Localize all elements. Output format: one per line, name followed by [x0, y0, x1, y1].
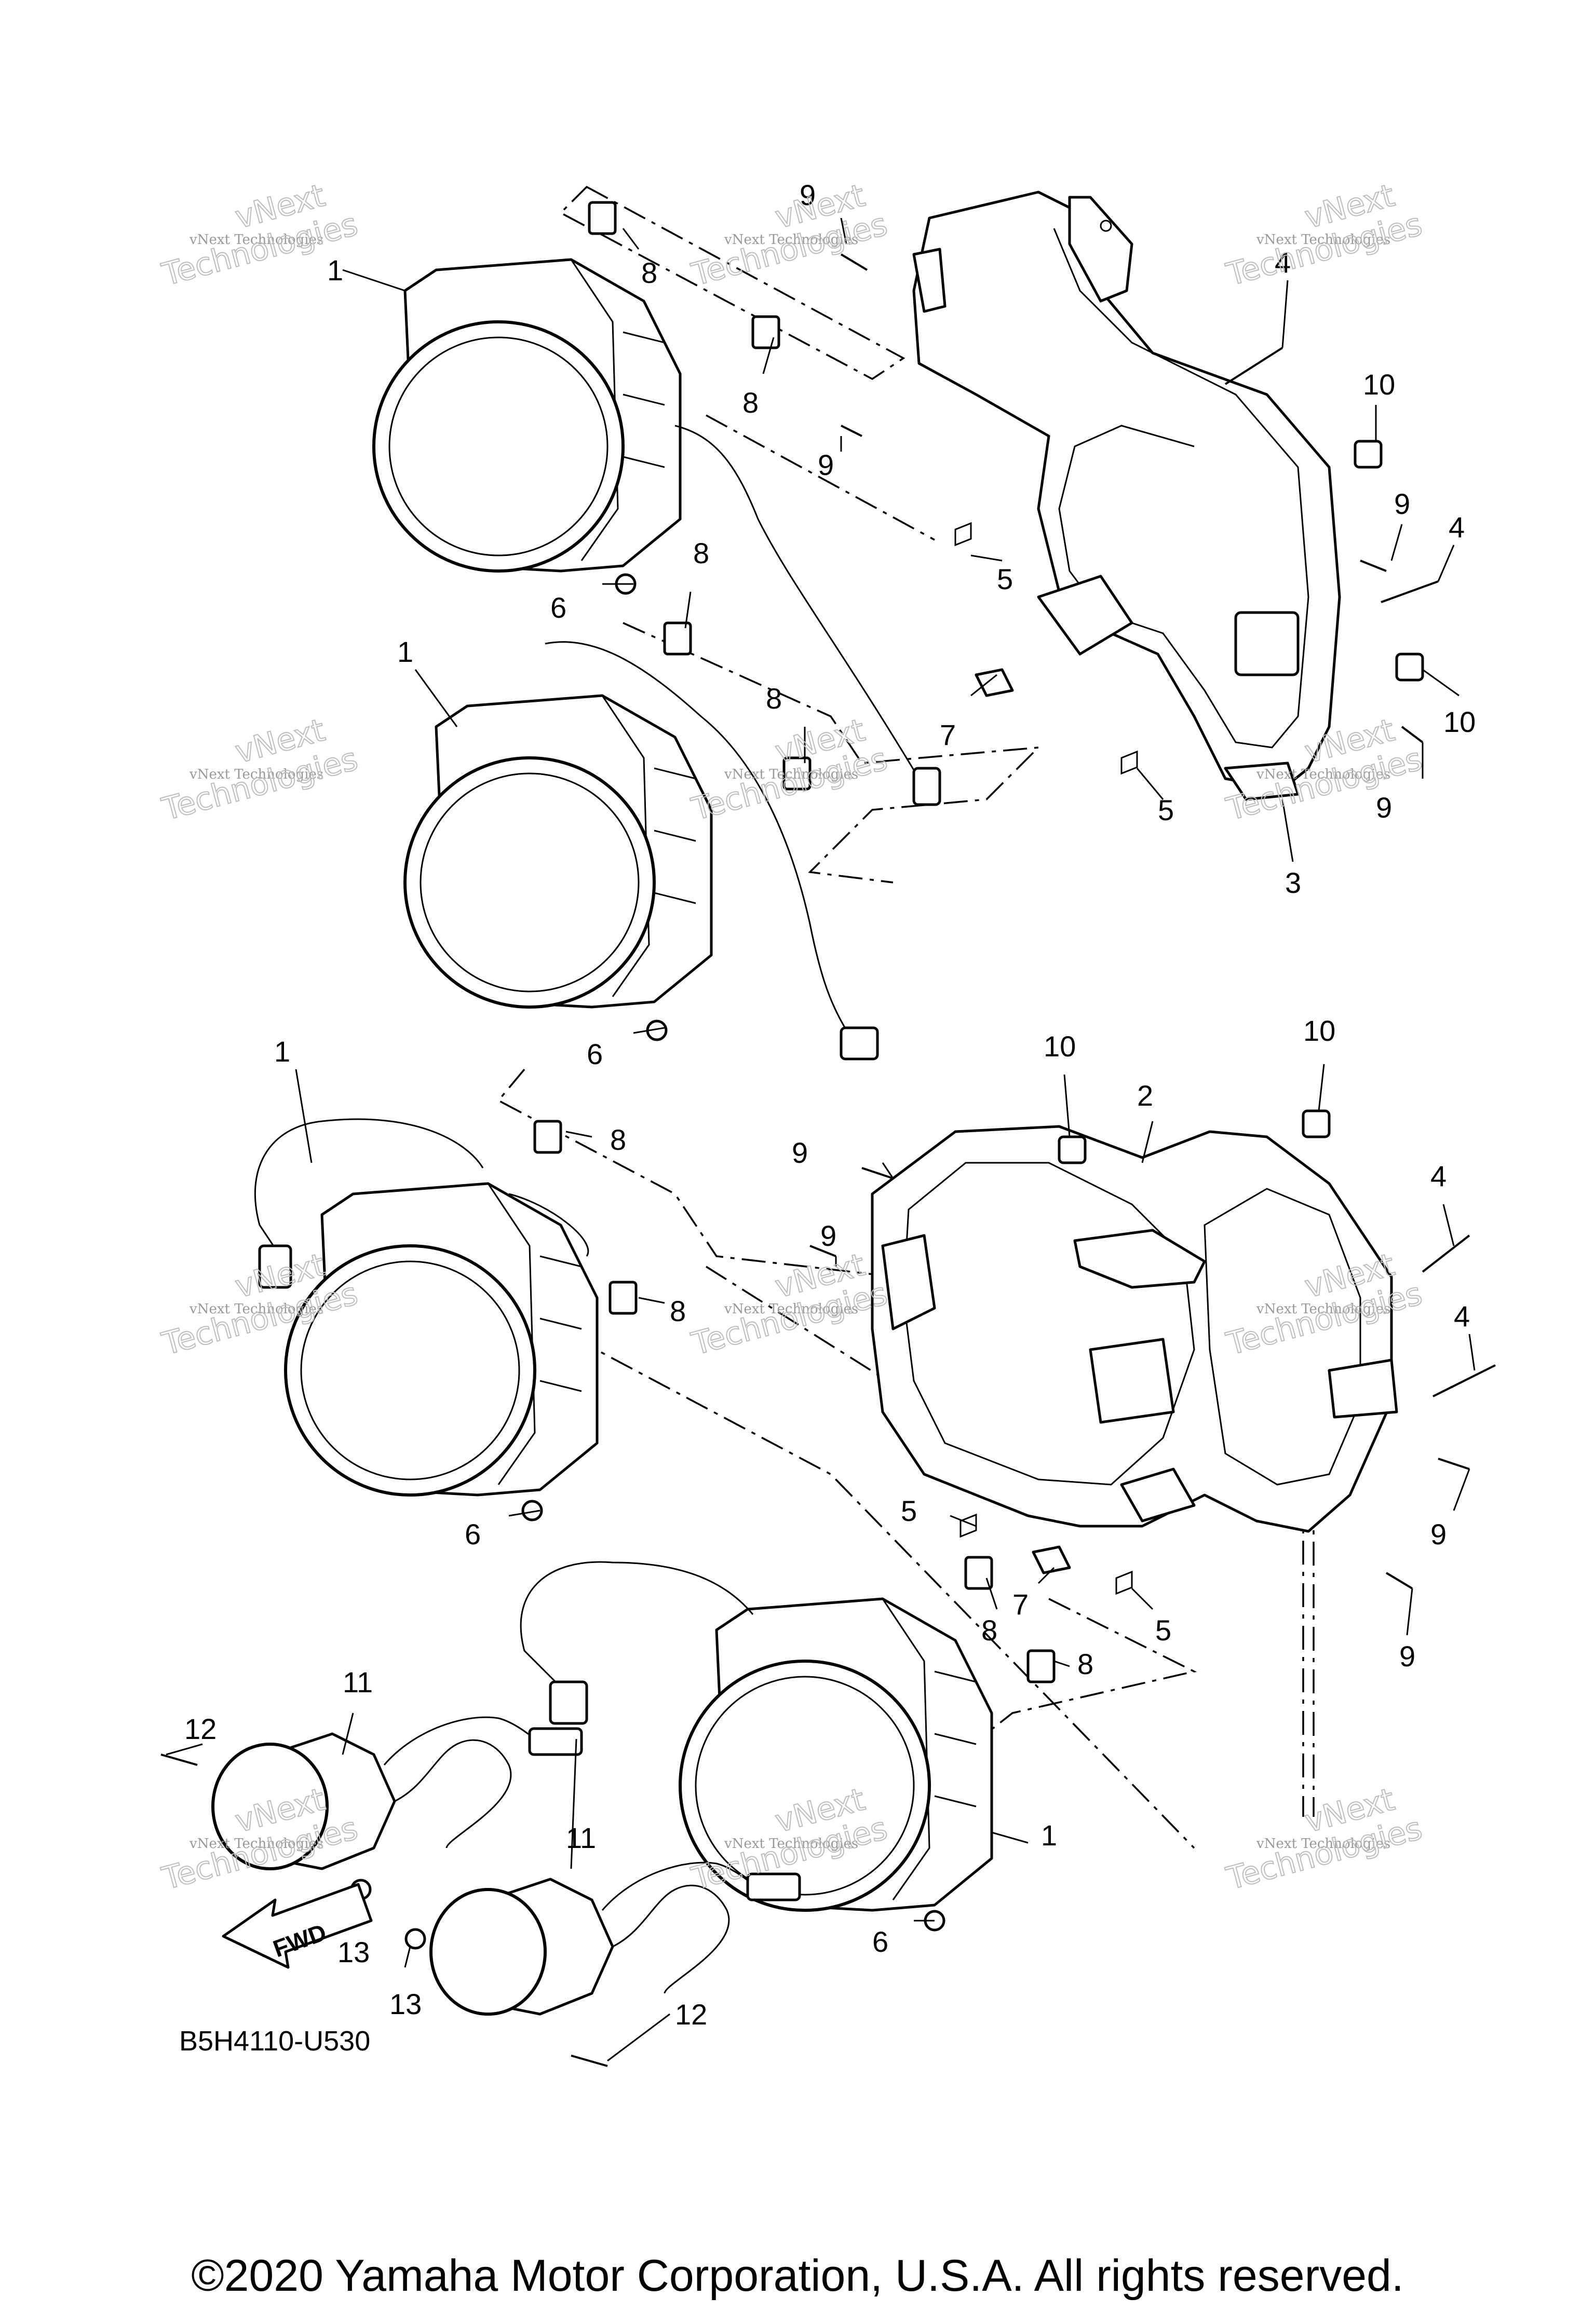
callout-5: 5: [1155, 1614, 1171, 1647]
callout-13: 13: [337, 1936, 370, 1968]
callout-12: 12: [184, 1713, 217, 1745]
callout-7: 7: [1012, 1588, 1029, 1621]
watermark: vNext Technologies: [724, 232, 858, 248]
callout-6: 6: [872, 1925, 888, 1958]
callout-4: 4: [1449, 511, 1465, 543]
callout-9: 9: [818, 449, 834, 481]
headlight-upper-1: [372, 258, 941, 806]
watermark: vNext Technologies: [1256, 232, 1390, 248]
watermark: vNext Technologies: [189, 1301, 323, 1317]
watermark: vNext Technologies: [189, 1836, 323, 1852]
callout-8: 8: [766, 682, 782, 715]
callout-12: 12: [675, 1998, 707, 2031]
fog-lamp-right: [429, 1861, 801, 2016]
callout-8: 8: [693, 537, 709, 569]
callout-6: 6: [550, 591, 566, 624]
callout-7: 7: [940, 718, 956, 751]
callout-9: 9: [1394, 487, 1410, 520]
callout-5: 5: [901, 1494, 917, 1527]
watermark: vNext Technologies: [189, 232, 323, 248]
callout-6: 6: [587, 1038, 603, 1070]
callout-2: 2: [1137, 1079, 1153, 1112]
callout-10: 10: [1363, 368, 1395, 401]
callout-8: 8: [981, 1614, 997, 1647]
callout-3: 3: [1285, 866, 1301, 899]
callout-9: 9: [1399, 1640, 1415, 1673]
callout-1: 1: [397, 635, 413, 668]
watermark: vNext Technologies: [1256, 1836, 1390, 1852]
callout-8: 8: [742, 386, 759, 419]
callout-4: 4: [1454, 1300, 1470, 1333]
watermark: vNext Technologies: [724, 1301, 858, 1317]
watermark: vNext Technologies: [724, 767, 858, 782]
callout-10: 10: [1443, 705, 1476, 738]
watermark: vNext Technologies: [1256, 1301, 1390, 1317]
callout-11: 11: [343, 1666, 373, 1698]
callout-1: 1: [1041, 1819, 1057, 1852]
callout-13: 13: [389, 1988, 422, 2020]
callout-10: 10: [1044, 1030, 1076, 1063]
callout-9: 9: [800, 179, 816, 211]
callout-11: 11: [566, 1822, 596, 1854]
headlight-upper-2: [403, 641, 879, 1061]
callout-9: 9: [1430, 1518, 1447, 1551]
fog-lamp-left: [211, 1716, 583, 1870]
callout-5: 5: [1158, 794, 1174, 826]
watermark: vNext Technologies: [1256, 767, 1390, 782]
callout-1: 1: [327, 254, 343, 287]
watermark: vNext Technologies: [724, 1836, 858, 1852]
callout-4: 4: [1275, 246, 1291, 279]
callout-8: 8: [1077, 1648, 1093, 1680]
bracket-upper: [912, 191, 1341, 801]
bracket-lower: [871, 1125, 1398, 1533]
callout-5: 5: [997, 563, 1013, 595]
callout-9: 9: [820, 1219, 836, 1252]
callout-4: 4: [1430, 1160, 1447, 1192]
headlight-lower-1: [254, 1118, 599, 1497]
callout-6: 6: [465, 1518, 481, 1551]
callout-8: 8: [641, 256, 657, 289]
callout-labels: 1 1 1 1 2 3 4 4 4 4 5 5 5 5 6 6 6 6 7 7 …: [184, 179, 1476, 2031]
callout-8: 8: [670, 1295, 686, 1327]
watermark: vNext Technologies: [189, 767, 323, 782]
callout-9: 9: [1376, 791, 1392, 824]
part-code: B5H4110-U530: [179, 2026, 370, 2057]
callout-8: 8: [610, 1123, 626, 1156]
callout-9: 9: [792, 1136, 808, 1169]
callout-1: 1: [274, 1035, 290, 1068]
headlight-lower-2: [520, 1561, 993, 1912]
callout-10: 10: [1303, 1014, 1335, 1047]
copyright-notice: ©2020 Yamaha Motor Corporation, U.S.A. A…: [191, 2251, 1404, 2301]
